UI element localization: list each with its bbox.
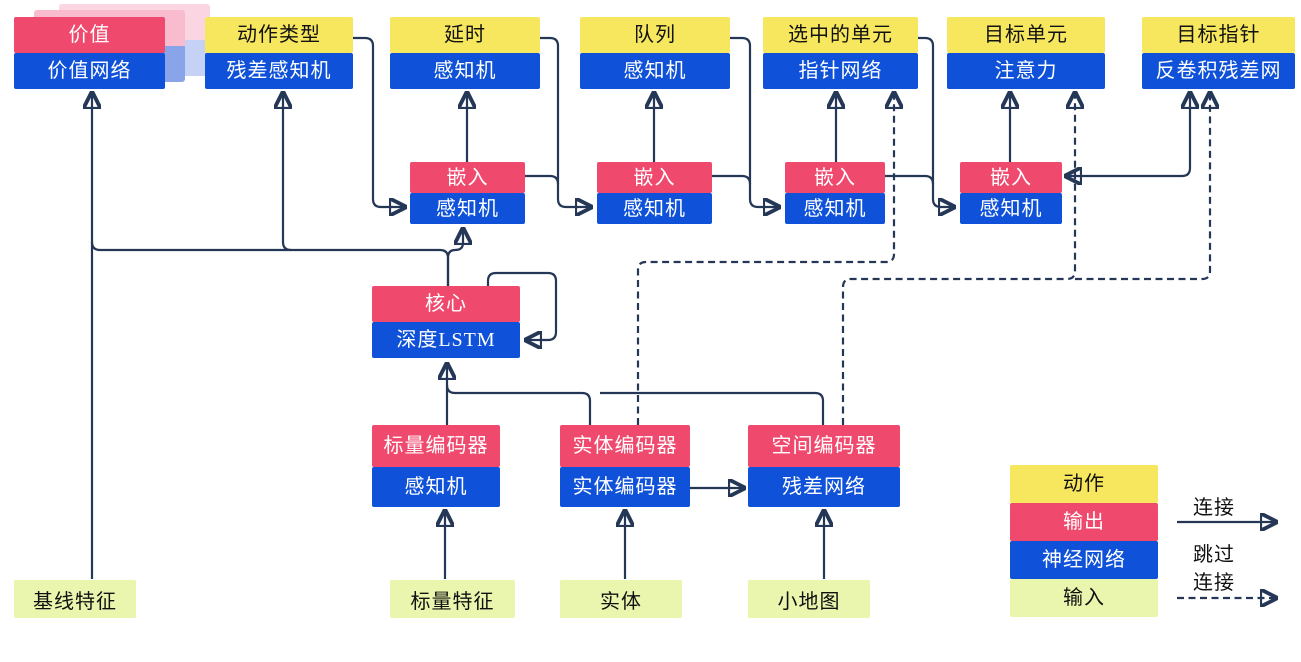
wire-embed3-to-embed4 (885, 174, 935, 185)
node-selected-units: 选中的单元 指针网络 (763, 17, 918, 89)
queue-net-label: 感知机 (580, 53, 730, 89)
value-stack-card-front: 价值 价值网络 (14, 17, 165, 89)
node-spatial-encoder: 空间编码器 残差网络 (748, 425, 900, 507)
input-baseline-features: 基线特征 (14, 580, 136, 618)
wire-lstm-self-loop (486, 271, 558, 340)
action-type-head-label: 动作类型 (205, 17, 353, 53)
entity-encoder-net-label: 实体编码器 (560, 467, 690, 507)
node-core: 核心 深度LSTM (372, 286, 520, 358)
input-scalar-features: 标量特征 (390, 580, 515, 618)
wire-selected-to-embed4 (918, 36, 954, 207)
skip-connections (636, 93, 1276, 598)
wire-entityenc-to-lstm (445, 384, 592, 425)
target-unit-head-label: 目标单元 (947, 17, 1105, 53)
node-action-type: 动作类型 残差感知机 (205, 17, 353, 89)
skip-spatialenc-to-deconv (1075, 93, 1210, 281)
wire-spatialenc-to-lstm (600, 391, 825, 425)
scalar-encoder-net-label: 感知机 (372, 467, 500, 507)
node-scalar-encoder: 标量编码器 感知机 (372, 425, 500, 507)
embed2-net-label: 感知机 (597, 193, 712, 224)
embed4-label: 嵌入 (960, 162, 1062, 193)
skip-spatialenc-to-attention (841, 93, 1075, 425)
node-target-point: 目标指针 反卷积残差网 (1142, 17, 1295, 89)
legend-skip-label-line1: 跳过 (1193, 544, 1235, 566)
spatial-encoder-net-label: 残差网络 (748, 467, 900, 507)
value-network-label: 价值网络 (14, 53, 165, 89)
embed3-net-label: 感知机 (785, 193, 885, 224)
wire-core-to-embed1 (446, 229, 463, 286)
wire-embed2-to-embed3 (712, 174, 752, 185)
node-embed-2: 嵌入 感知机 (597, 162, 712, 224)
selected-units-head-label: 选中的单元 (763, 17, 918, 53)
wire-queue-to-embed3 (730, 36, 779, 207)
embed3-label: 嵌入 (785, 162, 885, 193)
node-entity-encoder: 实体编码器 实体编码器 (560, 425, 690, 507)
input-entity: 实体 (560, 580, 682, 618)
scalar-encoder-label: 标量编码器 (372, 425, 500, 467)
legend-network: 神经网络 (1010, 541, 1158, 579)
action-type-net-label: 残差感知机 (205, 53, 353, 89)
skip-entityenc-to-pointer (636, 93, 894, 425)
wire-embed1-to-embed2 (525, 174, 560, 185)
node-embed-1: 嵌入 感知机 (410, 162, 525, 224)
embed4-net-label: 感知机 (960, 193, 1062, 224)
spatial-encoder-label: 空间编码器 (748, 425, 900, 467)
node-queue: 队列 感知机 (580, 17, 730, 89)
node-delay: 延时 感知机 (390, 17, 540, 89)
delay-net-label: 感知机 (390, 53, 540, 89)
node-target-unit: 目标单元 注意力 (947, 17, 1105, 89)
node-embed-3: 嵌入 感知机 (785, 162, 885, 224)
entity-encoder-label: 实体编码器 (560, 425, 690, 467)
target-point-head-label: 目标指针 (1142, 17, 1295, 53)
node-value: 价值 价值网络 (14, 4, 210, 89)
embed1-label: 嵌入 (410, 162, 525, 193)
wire-delay-to-embed2 (540, 36, 591, 207)
solid-connections (90, 36, 1276, 579)
embed1-net-label: 感知机 (410, 193, 525, 224)
wire-core-left-bus (90, 241, 450, 286)
value-head-label: 价值 (14, 17, 165, 53)
wire-bus-to-actiontype (283, 93, 291, 252)
legend-connect-label: 连接 (1193, 497, 1235, 519)
legend-input: 输入 (1010, 579, 1158, 617)
legend: 动作 输出 神经网络 输入 (1010, 465, 1158, 617)
queue-head-label: 队列 (580, 17, 730, 53)
core-label: 核心 (372, 286, 520, 322)
legend-action: 动作 (1010, 465, 1158, 503)
input-minimap: 小地图 (748, 580, 870, 618)
node-embed-4: 嵌入 感知机 (960, 162, 1062, 224)
core-net-label: 深度LSTM (372, 322, 520, 358)
selected-units-net-label: 指针网络 (763, 53, 918, 89)
target-unit-net-label: 注意力 (947, 53, 1105, 89)
wire-embed4-targetpoint (1066, 93, 1190, 176)
target-point-net-label: 反卷积残差网 (1142, 53, 1295, 89)
wire-actiontype-to-embed1 (353, 36, 405, 207)
delay-head-label: 延时 (390, 17, 540, 53)
legend-skip-label-line2: 连接 (1193, 572, 1235, 594)
embed2-label: 嵌入 (597, 162, 712, 193)
legend-output: 输出 (1010, 503, 1158, 541)
